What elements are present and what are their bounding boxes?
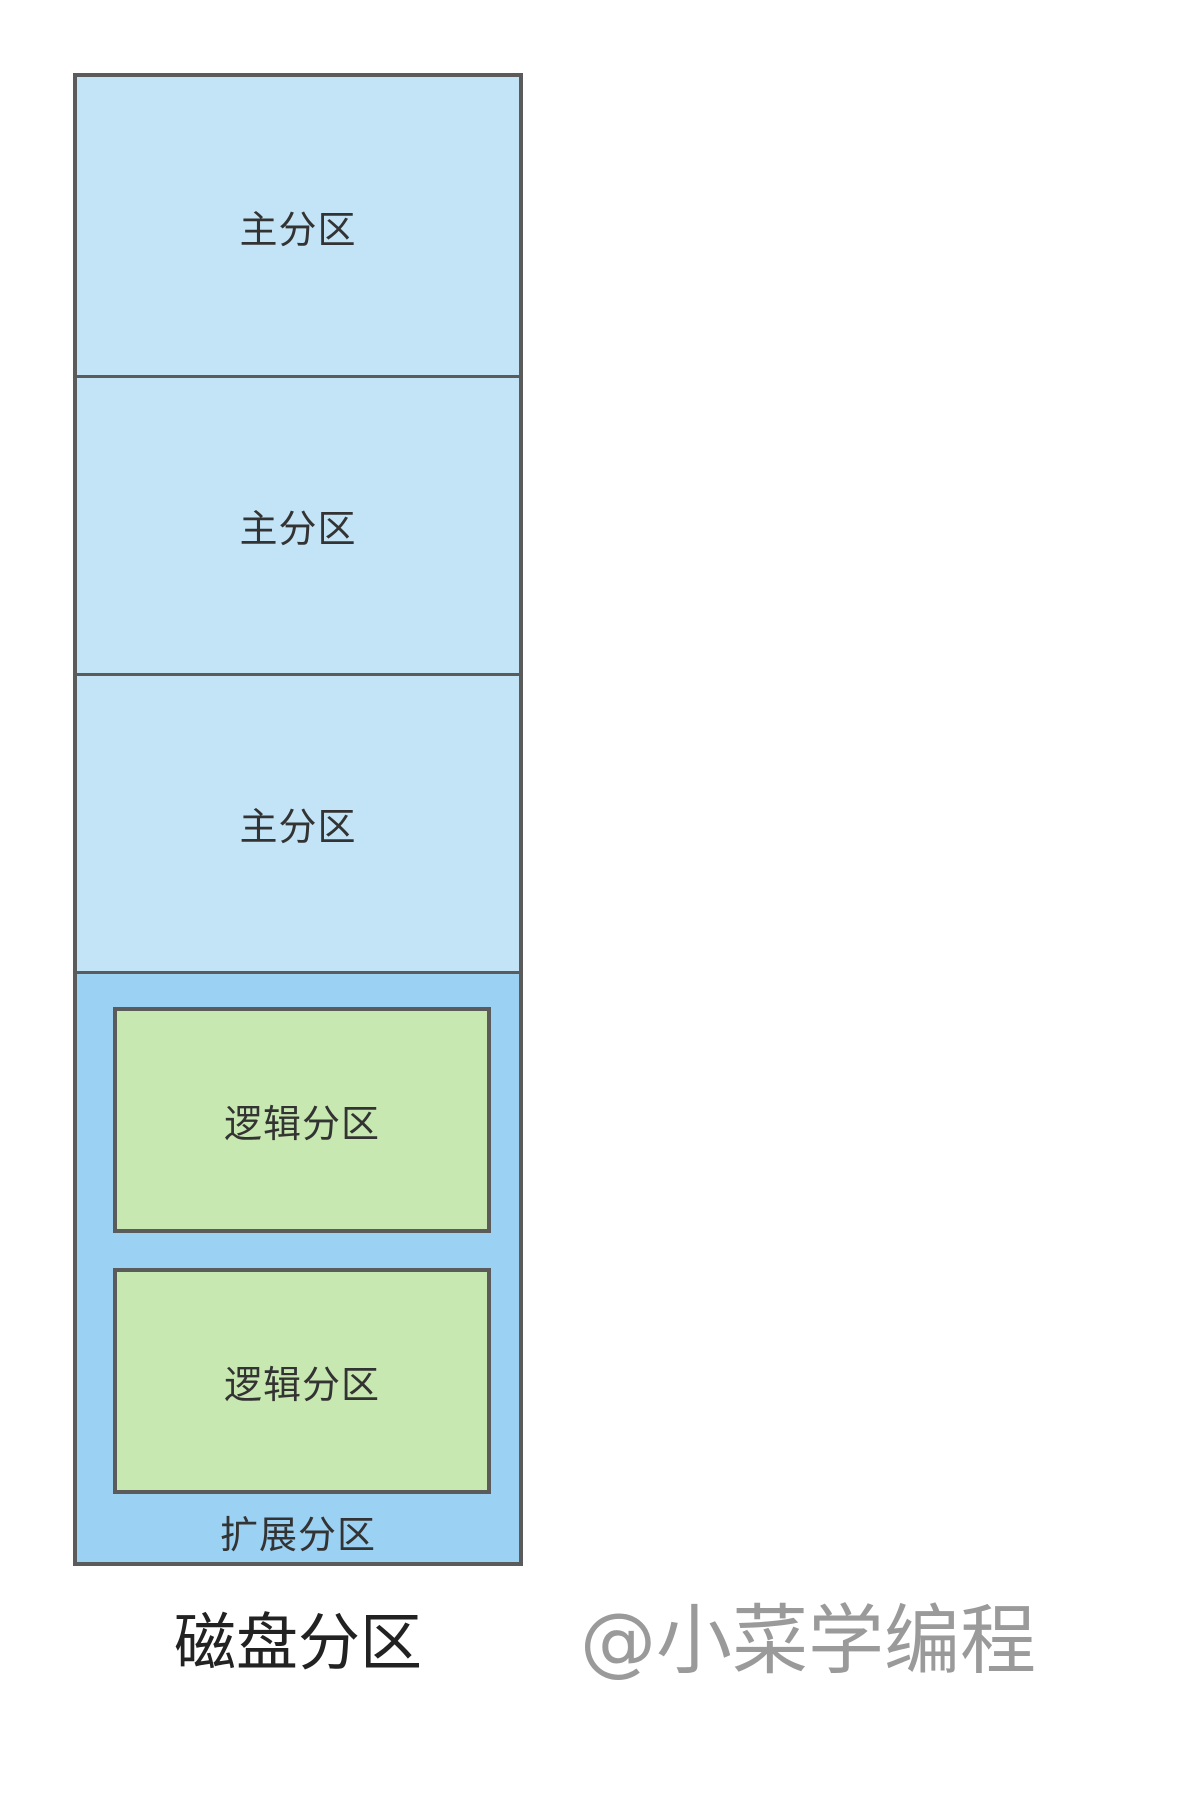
logical-partition-label: 逻辑分区 — [223, 1101, 380, 1146]
logical-partition-1: 逻辑分区 — [113, 1007, 491, 1233]
primary-partition-label: 主分区 — [239, 805, 357, 849]
primary-partition-label: 主分区 — [239, 507, 357, 551]
primary-partition-3: 主分区 — [77, 673, 519, 971]
diagram-caption: 磁盘分区 — [173, 1606, 422, 1679]
disk-diagram: 主分区 主分区 主分区 逻辑分区 逻辑分区 扩展分区 — [73, 73, 523, 1566]
extended-partition-label: 扩展分区 — [219, 1513, 376, 1557]
extended-partition: 逻辑分区 逻辑分区 扩展分区 — [77, 971, 519, 1562]
logical-partition-2: 逻辑分区 — [113, 1268, 491, 1494]
primary-partition-1: 主分区 — [77, 77, 519, 375]
logical-partition-label: 逻辑分区 — [223, 1362, 380, 1407]
primary-partition-label: 主分区 — [239, 207, 357, 252]
watermark: @小菜学编程 — [580, 1596, 1036, 1685]
primary-partition-2: 主分区 — [77, 375, 519, 673]
